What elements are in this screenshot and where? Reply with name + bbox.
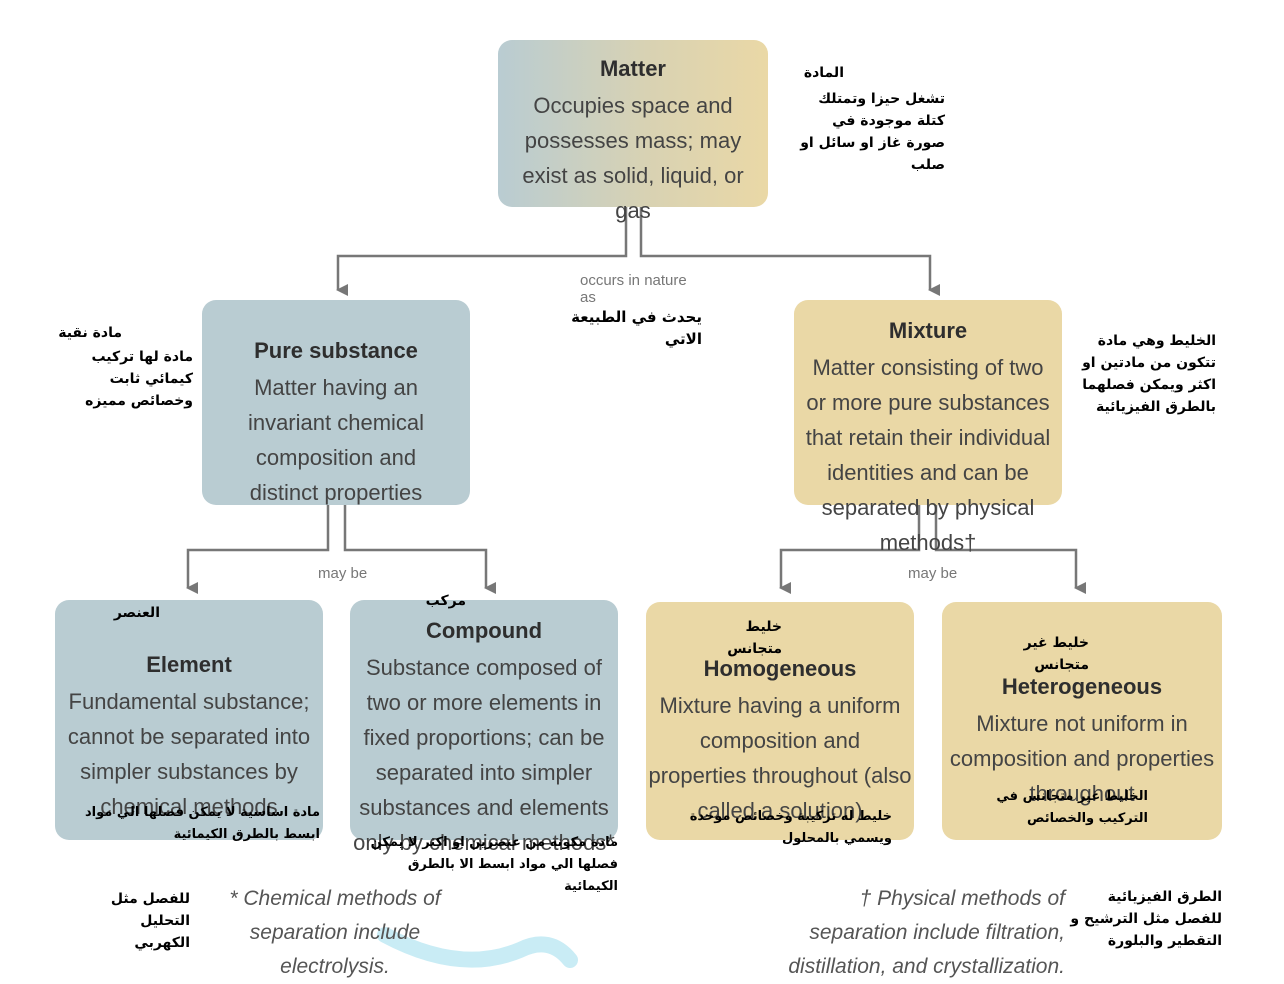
may-be-right-label: may be	[908, 565, 958, 582]
matter-arabic-title: المادة	[803, 65, 844, 81]
matter-box: Matter Occupies space and possesses mass…	[498, 40, 768, 223]
chemical-methods-footnote: * Chemical methods of separation include…	[229, 887, 441, 978]
pure-substance-box: Pure substance Matter having an invarian…	[202, 300, 470, 505]
connector-pure-element	[186, 505, 330, 594]
may-be-left-label: may be	[318, 565, 368, 582]
mixture-title: Mixture	[888, 318, 968, 343]
mixture-description: Matter consisting of two or more pure su…	[805, 355, 1051, 555]
compound-arabic-title: مركب	[425, 593, 466, 609]
physical-methods-footnote: † Physical methods of separation include…	[788, 887, 1065, 978]
heterogeneous-arabic-description: الخليط غير متجانس في التركيب والخصائص	[996, 789, 1148, 826]
watermark-curve	[377, 927, 578, 968]
pure-substance-arabic-description: مادة لها تركيب كيمائي ثابت وخصائص مميزه	[85, 349, 193, 409]
occurs-arabic-label: يحدث في الطبيعة الاتي	[571, 308, 702, 348]
connector-mixture-homogeneous	[779, 505, 921, 594]
pure-substance-description: Matter having an invariant chemical comp…	[247, 375, 425, 505]
heterogeneous-description: Mixture not uniform in composition and p…	[949, 711, 1215, 806]
pure-substance-arabic-title: مادة نقية	[58, 325, 122, 341]
compound-description: Substance composed of two or more elemen…	[353, 655, 615, 855]
homogeneous-arabic-description: خليط له تركيبة وخصائص موحدة ويسمي بالمحل…	[689, 809, 892, 846]
mixture-arabic-description: الخليط وهي مادة تتكون من مادتين او اكثر …	[1082, 333, 1216, 415]
homogeneous-box: Homogeneous Mixture having a uniform com…	[646, 602, 914, 840]
physical-methods-arabic-note: الطرق الفيزيائية للفصل مثل الترشيح و الت…	[1070, 889, 1222, 949]
homogeneous-arabic-title: خليط متجانس	[727, 619, 782, 657]
element-arabic-description: مادة اساسية لا يمكن فصلها الي مواد ابسط …	[85, 805, 320, 842]
element-title: Element	[146, 652, 232, 677]
connector-pure-compound	[343, 505, 496, 594]
matter-title: Matter	[599, 56, 666, 81]
element-description: Fundamental substance; cannot be separat…	[67, 689, 311, 819]
homogeneous-description: Mixture having a uniform composition and…	[648, 693, 912, 823]
heterogeneous-arabic-title: خليط غير متجانس	[1023, 635, 1089, 673]
heterogeneous-title: Heterogeneous	[1001, 674, 1163, 699]
connector-mixture-heterogeneous	[934, 505, 1086, 594]
mixture-box: Mixture Matter consisting of two or more…	[794, 300, 1062, 555]
compound-arabic-description: مادة مكونه من عنصرين او اكثر لا يمكن فصل…	[370, 835, 618, 894]
pure-substance-title: Pure substance	[254, 338, 418, 363]
homogeneous-title: Homogeneous	[703, 656, 857, 681]
matter-description: Occupies space and possesses mass; may e…	[522, 93, 744, 223]
chemical-methods-arabic-note: للفصل مثل التحليل الكهربي	[110, 891, 190, 951]
compound-title: Compound	[425, 618, 543, 643]
matter-arabic-description: تشغل حيزا وتمتلك كتلة موجودة في صورة غاز…	[800, 91, 945, 173]
element-arabic-title: العنصر	[113, 605, 160, 621]
connector-matter-mixture	[639, 207, 940, 296]
compound-box: Compound Substance composed of two or mo…	[350, 600, 618, 855]
occurs-label: occurs in nature as	[580, 272, 687, 306]
heterogeneous-box: Heterogeneous Mixture not uniform in com…	[942, 602, 1222, 840]
element-box: Element Fundamental substance; cannot be…	[55, 600, 323, 840]
connector-matter-pure	[336, 207, 628, 296]
